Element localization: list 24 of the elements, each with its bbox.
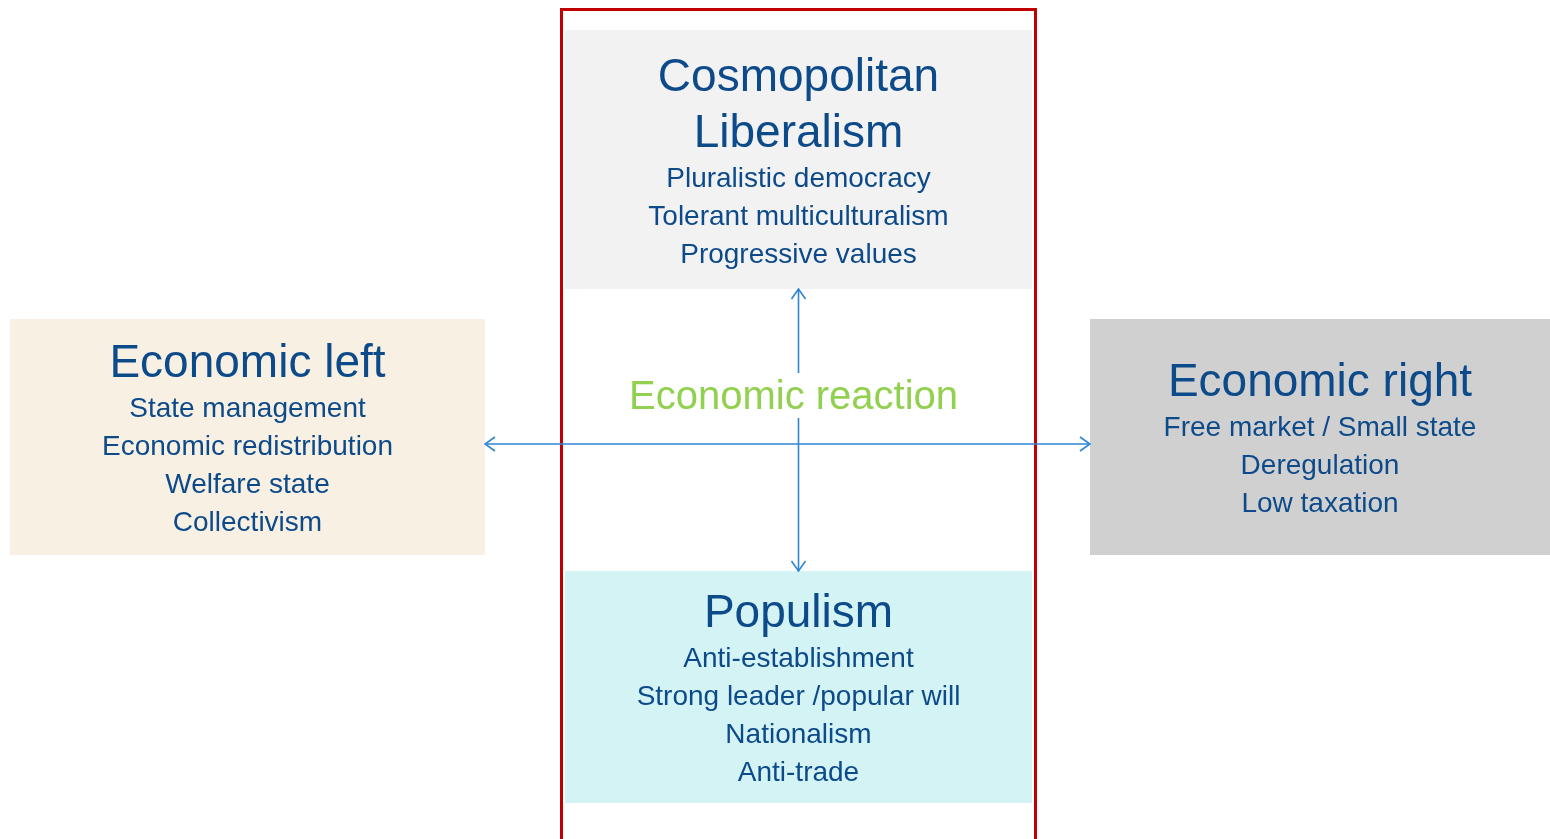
box-item: Strong leader /popular will <box>636 679 961 713</box>
double-arrow <box>484 436 1091 452</box>
category-box <box>565 571 1032 803</box>
box-item: Tolerant multiculturalism <box>648 198 949 233</box>
highlight-frame <box>560 8 1037 839</box>
box-item: Low taxation <box>1241 486 1399 520</box>
box-heading: Economic right <box>1167 353 1473 408</box>
box-item: Deregulation <box>1240 448 1400 482</box>
box-item: Free market / Small state <box>1163 410 1477 444</box>
box-heading: Economic left <box>109 334 386 389</box>
box-item: Progressive values <box>680 236 917 271</box>
box-heading: Populism <box>703 584 894 639</box>
box-item: Collectivism <box>172 505 323 539</box>
box-heading: Cosmopolitan Liberalism <box>656 47 941 159</box>
box-item: Economic redistribution <box>102 429 393 463</box>
box-item: Anti-establishment <box>683 641 914 675</box>
box-item: State management <box>129 391 366 425</box>
box-item: Anti-trade <box>737 755 860 789</box>
category-box <box>565 30 1032 289</box>
category-box <box>10 319 485 555</box>
box-item: Pluralistic democracy <box>666 160 931 195</box>
category-box <box>1090 319 1550 555</box>
box-item: Nationalism <box>725 717 872 751</box>
box-item: Welfare state <box>165 467 330 501</box>
